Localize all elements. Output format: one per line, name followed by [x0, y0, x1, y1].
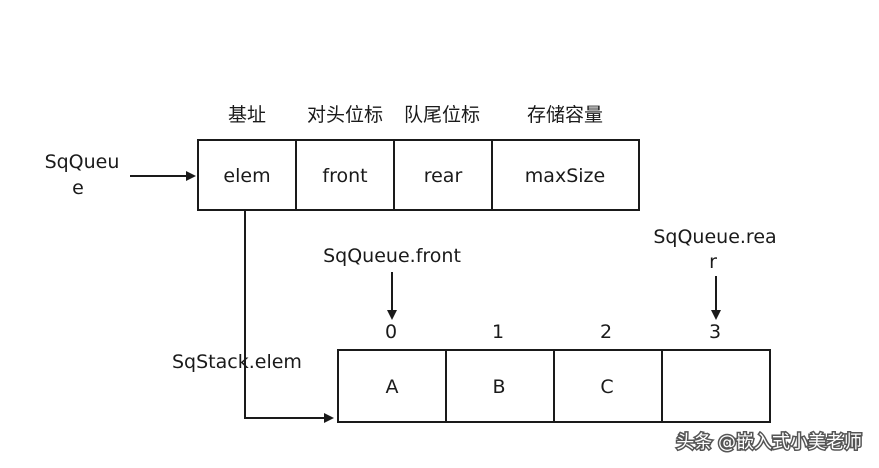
front-pointer-label: SqQueue.front — [323, 245, 461, 267]
struct-header-capacity: 存储容量 — [527, 104, 603, 126]
array-value-2: C — [600, 376, 613, 398]
watermark: 头条 @嵌入式小美老师 — [676, 432, 862, 453]
struct-cell-maxsize — [491, 139, 640, 211]
sqqueue-label-line2: e — [72, 177, 84, 199]
struct-cell-elem — [197, 139, 297, 211]
elem-pointer-connector — [244, 210, 334, 423]
struct-header-base: 基址 — [228, 104, 266, 126]
array-cell-0 — [337, 349, 447, 423]
struct-field-front: front — [322, 165, 367, 187]
struct-field-elem: elem — [223, 165, 270, 187]
struct-header-rear-index: 队尾位标 — [404, 104, 480, 126]
struct-cell-rear — [393, 139, 493, 211]
queue-array — [337, 349, 771, 423]
array-value-1: B — [492, 376, 505, 398]
sqstack-elem-label: SqStack.elem — [172, 351, 302, 373]
rear-pointer-label-line1: SqQueue.rea — [653, 226, 776, 248]
struct-cell-front — [295, 139, 395, 211]
array-cell-3 — [661, 349, 771, 423]
rear-pointer-label-line2: r — [709, 251, 717, 273]
array-value-0: A — [386, 376, 399, 398]
struct-field-rear: rear — [424, 165, 463, 187]
struct-header-front-index: 对头位标 — [307, 104, 383, 126]
array-index-2: 2 — [600, 321, 612, 343]
array-index-1: 1 — [492, 321, 504, 343]
array-index-3: 3 — [709, 321, 721, 343]
struct-field-maxsize: maxSize — [525, 165, 605, 187]
struct-record — [197, 139, 640, 211]
array-cell-1 — [445, 349, 555, 423]
sqqueue-label-line1: SqQueu — [45, 151, 120, 173]
array-index-0: 0 — [385, 321, 397, 343]
